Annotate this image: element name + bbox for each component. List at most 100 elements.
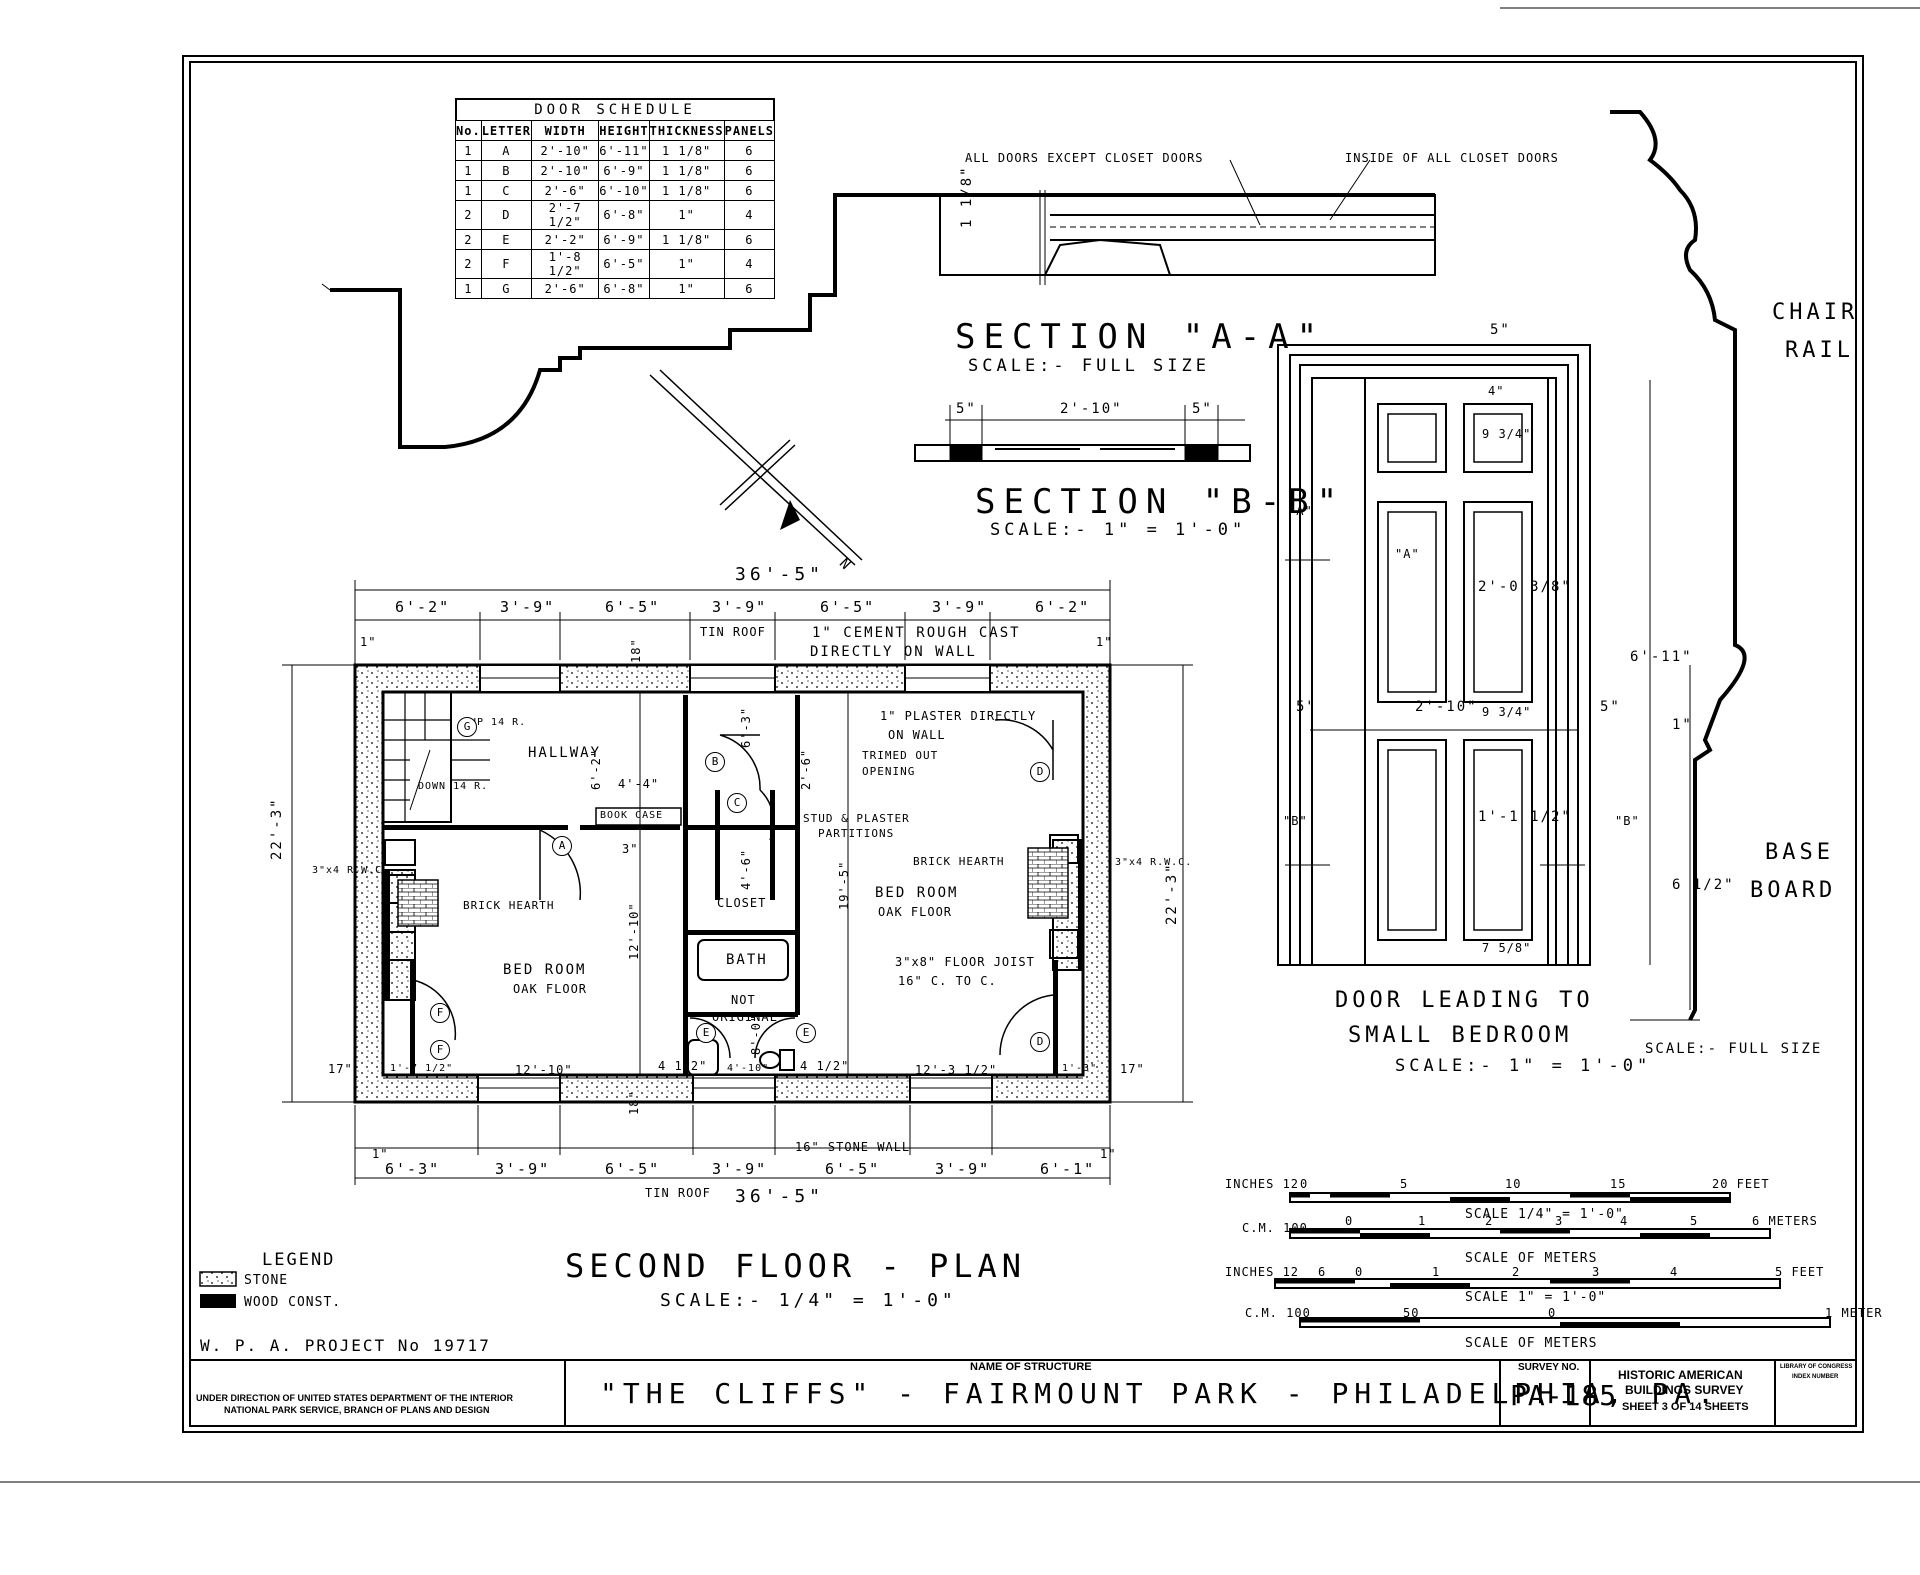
dim-label: 3'-9" bbox=[500, 598, 556, 616]
section-bb-dim-left: 5" bbox=[956, 401, 977, 417]
door-mark-b-right: "B" bbox=[1615, 814, 1640, 828]
table-cell: G bbox=[480, 278, 533, 299]
stud-note-2: PARTITIONS bbox=[818, 827, 895, 840]
dim-bath-b: 4'-10" bbox=[727, 1063, 770, 1074]
table-cell: 6'-8" bbox=[598, 278, 650, 299]
dim-small-right: 1'-3" bbox=[1062, 1063, 1098, 1074]
legend-stone: STONE bbox=[244, 1273, 289, 1288]
door-title-1: DOOR LEADING TO bbox=[1335, 988, 1594, 1013]
door-mark-a-right: "A" bbox=[1395, 547, 1420, 561]
legend-stone-swatch bbox=[199, 1271, 237, 1287]
dim-closet-w: 4'-6" bbox=[739, 848, 753, 890]
oak-floor-right: OAK FLOOR bbox=[878, 905, 953, 919]
book-case: BOOK CASE bbox=[600, 810, 664, 821]
scale-label: 2 bbox=[1485, 1214, 1494, 1228]
scale-label: 0 bbox=[1355, 1265, 1364, 1279]
dim-opening: 2'-6" bbox=[799, 748, 813, 790]
table-cell: 6'-8" bbox=[598, 200, 650, 230]
dim-bed-right-h: 19'-5" bbox=[837, 860, 851, 910]
table-cell: 6 bbox=[723, 278, 776, 299]
dim-one-bottom-left: 1" bbox=[372, 1147, 389, 1161]
brick-hearth-right bbox=[1027, 847, 1069, 919]
section-aa-title: SECTION "A-A" bbox=[955, 317, 1326, 357]
scale-label: 1 bbox=[1432, 1265, 1441, 1279]
scale-label: 0 bbox=[1300, 1177, 1309, 1191]
not-original-2: ORIGINAL bbox=[712, 1010, 778, 1024]
not-original-1: NOT bbox=[731, 993, 756, 1007]
dim-label: 6'-2" bbox=[1035, 598, 1091, 616]
dim-bath-d: 4 1/2" bbox=[800, 1059, 850, 1073]
door-tag: A bbox=[552, 836, 572, 856]
door-dim-rail: 9 3/4" bbox=[1482, 705, 1532, 719]
stone-wall-label: 16" STONE WALL bbox=[795, 1140, 911, 1154]
graphic-scales bbox=[1274, 1192, 1831, 1328]
door-tag: G bbox=[457, 717, 477, 737]
table-cell: 6 bbox=[723, 140, 776, 161]
door-mark-a-left: "A" bbox=[1288, 504, 1313, 518]
col-no: No. bbox=[455, 120, 482, 141]
door-dim-width: 2'-10" bbox=[1415, 699, 1478, 715]
dim-label: 6'-5" bbox=[825, 1160, 881, 1178]
cement-note-2: DIRECTLY ON WALL bbox=[810, 644, 977, 660]
dim-hall-w: 4'-4" bbox=[618, 777, 660, 791]
scale-label: 4 bbox=[1670, 1265, 1679, 1279]
section-bb-dim-right: 5" bbox=[1192, 401, 1213, 417]
rwc-right: 3"x4 R.W.C. bbox=[1115, 857, 1193, 868]
table-cell: 1 1/8" bbox=[648, 160, 725, 181]
door-title-2: SMALL BEDROOM bbox=[1348, 1023, 1573, 1048]
scale-label: SCALE OF METERS bbox=[1465, 1336, 1598, 1351]
dim-label: 3'-9" bbox=[932, 598, 988, 616]
habs-line-2: BUILDINGS SURVEY bbox=[1625, 1383, 1744, 1397]
table-cell: 1 bbox=[455, 180, 482, 201]
table-cell: 2'-10" bbox=[531, 140, 600, 161]
scale-label: 5 FEET bbox=[1775, 1265, 1825, 1279]
table-cell: 2 bbox=[455, 249, 482, 279]
scale-label: 5 bbox=[1690, 1214, 1699, 1228]
north-arrow bbox=[649, 374, 856, 566]
dim-small-left: 1'-7 1/2" bbox=[390, 1063, 454, 1074]
base-board-label-2: BOARD bbox=[1750, 878, 1837, 903]
door-scale: SCALE:- 1" = 1'-0" bbox=[1395, 1056, 1652, 1076]
table-cell: F bbox=[480, 249, 533, 279]
section-aa-dim: 1 1/8" bbox=[959, 165, 975, 228]
scale-label: 6 bbox=[1318, 1265, 1327, 1279]
door-schedule-header: No. LETTER WIDTH HEIGHT THICKNESS PANELS bbox=[455, 120, 776, 141]
scale-label: 3 bbox=[1555, 1214, 1564, 1228]
dim-label: 3'-9" bbox=[495, 1160, 551, 1178]
loc-line-1: LIBRARY OF CONGRESS bbox=[1780, 1364, 1853, 1370]
door-tag: D bbox=[1030, 1032, 1050, 1052]
dim-one-top-right: 1" bbox=[1096, 635, 1113, 649]
scale-label: 3 bbox=[1592, 1265, 1601, 1279]
table-cell: 1 bbox=[455, 278, 482, 299]
scale-label: 50 bbox=[1403, 1306, 1420, 1320]
scale-label: 10 bbox=[1505, 1177, 1522, 1191]
base-board-label-1: BASE bbox=[1765, 840, 1834, 865]
door-dim-bottom-panel: 1'-1 1/2" bbox=[1478, 809, 1572, 825]
dim-label: 3'-9" bbox=[712, 598, 768, 616]
door-tag: D bbox=[1030, 762, 1050, 782]
scale-label: 1 bbox=[1418, 1214, 1427, 1228]
table-cell: 2'-2" bbox=[531, 229, 600, 250]
scale-label: 6 METERS bbox=[1752, 1214, 1818, 1228]
table-cell: 6 bbox=[723, 180, 776, 201]
cement-note-1: 1" CEMENT ROUGH CAST bbox=[812, 625, 1021, 641]
table-cell: 1" bbox=[648, 249, 725, 279]
door-dim-side-right: 5" bbox=[1600, 699, 1621, 715]
legend-wood: WOOD CONST. bbox=[244, 1295, 342, 1310]
scale-label: SCALE 1" = 1'-0" bbox=[1465, 1290, 1607, 1305]
section-bb-dim-mid: 2'-10" bbox=[1060, 401, 1123, 417]
dim-label: 3'-9" bbox=[935, 1160, 991, 1178]
scale-label: 5 bbox=[1400, 1177, 1409, 1191]
oak-floor-left: OAK FLOOR bbox=[513, 982, 588, 996]
structure-name: "THE CLIFFS" - FAIRMOUNT PARK - PHILADEL… bbox=[600, 1377, 1721, 1410]
col-thickness: THICKNESS bbox=[648, 120, 725, 141]
outer-border bbox=[182, 55, 1864, 1433]
table-cell: 2'-6" bbox=[531, 278, 600, 299]
table-cell: B bbox=[480, 160, 533, 181]
